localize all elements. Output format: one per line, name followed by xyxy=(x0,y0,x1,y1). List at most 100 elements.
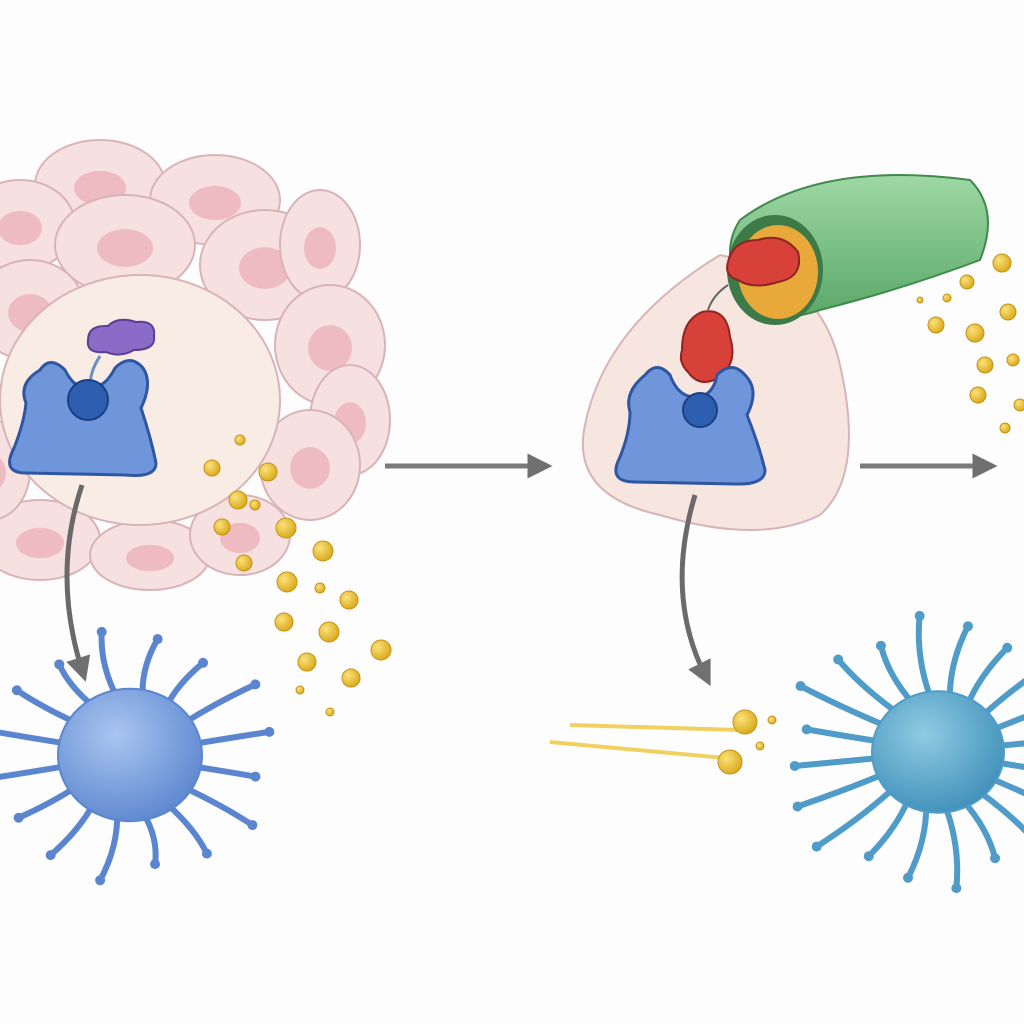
immune-cell-right xyxy=(789,610,1024,894)
dendrite-tip xyxy=(264,726,275,737)
granule xyxy=(999,422,1011,434)
granule xyxy=(755,741,765,751)
dendrite-tip xyxy=(13,812,24,823)
arrow-down-left xyxy=(64,484,91,682)
immune-cell-left xyxy=(0,626,275,886)
dendrite xyxy=(181,681,259,727)
dendrite-tip xyxy=(250,771,261,782)
motion-streak xyxy=(549,740,726,760)
granule xyxy=(992,253,1012,273)
granule xyxy=(318,621,340,643)
granule xyxy=(965,323,985,343)
granule xyxy=(969,386,987,404)
dendrite-tip xyxy=(198,657,209,668)
nucleus xyxy=(126,544,174,572)
dendrite xyxy=(98,628,121,702)
receptor-right xyxy=(614,366,767,486)
motion-streak xyxy=(569,723,741,732)
dendrite xyxy=(0,763,70,780)
granule xyxy=(976,356,994,374)
dendrite-tip xyxy=(962,621,973,632)
granule xyxy=(1013,398,1024,412)
granule xyxy=(325,707,335,717)
dendrite-tip xyxy=(833,654,844,665)
granule xyxy=(717,749,743,775)
cell-body xyxy=(57,687,203,823)
granule xyxy=(314,582,326,594)
receptor-binding-site-left xyxy=(67,379,109,421)
dendrite-tip xyxy=(11,685,22,696)
granule xyxy=(274,612,294,632)
granule xyxy=(339,590,359,610)
dendrite-tip xyxy=(45,850,56,861)
dendrite-tip xyxy=(96,626,107,637)
receptor-binding-site-right xyxy=(682,392,718,428)
nucleus xyxy=(97,229,153,267)
dendrite-tip xyxy=(875,640,886,651)
dendrite xyxy=(162,800,210,857)
dendrite xyxy=(180,784,256,829)
granule xyxy=(942,293,952,303)
dendrite-tip xyxy=(95,875,106,886)
granule xyxy=(312,540,334,562)
dendrite-tip xyxy=(914,610,925,621)
dendrite-tip xyxy=(795,681,806,692)
dendrite xyxy=(97,808,121,884)
nucleus xyxy=(304,227,336,269)
granule xyxy=(213,518,231,536)
nucleus xyxy=(308,325,352,371)
granule xyxy=(767,715,777,725)
dendrite xyxy=(47,799,97,859)
dendrite-tip xyxy=(903,872,914,883)
nucleus xyxy=(290,447,330,489)
dendrite xyxy=(190,763,259,780)
granule xyxy=(295,685,305,695)
tether xyxy=(707,284,729,311)
dendrite xyxy=(15,783,79,821)
granule xyxy=(297,652,317,672)
granule xyxy=(959,274,975,290)
dendrite-tip xyxy=(201,848,212,859)
granules xyxy=(203,253,1024,775)
granule xyxy=(341,668,361,688)
dendrite xyxy=(986,774,1024,797)
dendrite xyxy=(794,770,887,810)
dendrite-tip xyxy=(150,859,161,870)
dendrite xyxy=(946,623,971,704)
dendrite-tip xyxy=(951,883,962,894)
granule xyxy=(234,434,246,446)
granule xyxy=(370,639,392,661)
dendrite-tip xyxy=(1002,642,1013,653)
granule xyxy=(927,316,945,334)
nucleus xyxy=(0,210,42,246)
cell-body xyxy=(871,690,1005,814)
dendrite xyxy=(791,755,882,769)
dendrite-tip xyxy=(250,679,261,690)
dendrite-tip xyxy=(789,760,800,771)
nucleus xyxy=(189,185,241,221)
dendrite xyxy=(13,687,80,726)
granule xyxy=(276,571,298,593)
granule xyxy=(249,499,261,511)
dendrite xyxy=(978,678,1024,720)
nucleus xyxy=(220,522,260,554)
nucleus xyxy=(0,458,6,488)
dendrite xyxy=(959,797,999,862)
granule xyxy=(275,517,297,539)
granule xyxy=(999,303,1017,321)
granule xyxy=(916,296,924,304)
dendrite xyxy=(190,728,273,747)
dendrite-tip xyxy=(792,801,803,812)
granule xyxy=(203,459,221,477)
granule xyxy=(235,554,253,572)
dendrite xyxy=(803,726,883,745)
dendrite xyxy=(989,714,1024,734)
dendrite xyxy=(813,784,898,850)
dendrite-tip xyxy=(801,724,812,735)
dendrite xyxy=(905,800,930,881)
granule xyxy=(258,462,278,482)
dendrite xyxy=(0,729,70,747)
dendrite-tip xyxy=(811,841,822,852)
